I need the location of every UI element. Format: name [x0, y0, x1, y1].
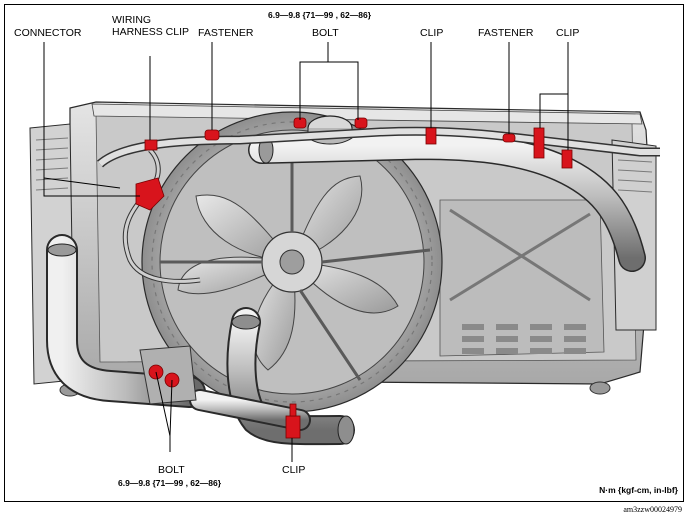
bolt-bottom-label: BOLT [158, 464, 185, 476]
connector-part [135, 177, 165, 211]
torque-units: N·m {kgf-cm, in-lbf} [599, 485, 678, 495]
bolt-top-spec: 6.9—9.8 {71—99 , 62—86} [268, 10, 372, 20]
clip-top-right-label: CLIP [556, 27, 580, 39]
wiring-harness [122, 148, 201, 284]
lower-center-hose [189, 307, 355, 446]
lower-left-hose [46, 234, 206, 408]
clip-top-left-label: CLIP [420, 27, 444, 39]
clip-top-left-part [425, 127, 437, 145]
clip-top-right-part-b [561, 149, 573, 169]
cooling-fan [141, 111, 443, 413]
connector-label: CONNECTOR [14, 27, 82, 39]
clip-top-right-part-a [533, 127, 545, 159]
coolant-line [96, 126, 660, 168]
wiring-harness-clip-part [144, 139, 158, 151]
leader-lines [43, 42, 569, 462]
wiring-label-line1: WIRING [112, 14, 152, 26]
figure-code: am3zzw00024979 [623, 505, 682, 514]
wiring-harness-clip-label: WIRING HARNESS CLIP [112, 14, 189, 38]
fastener-right-part [502, 133, 516, 143]
clip-bottom-part [285, 415, 301, 439]
fastener-right-label: FASTENER [478, 27, 534, 39]
wiring-label-line2: HARNESS CLIP [112, 26, 190, 38]
bolt-top-right-part [354, 117, 368, 129]
clip-bottom-label: CLIP [282, 464, 306, 476]
bolt-bottom-spec: 6.9—9.8 {71—99 , 62—86} [118, 478, 222, 488]
fastener-left-label: FASTENER [198, 27, 254, 39]
fastener-left-part [204, 129, 220, 141]
bolt-top-label: BOLT [312, 27, 339, 39]
